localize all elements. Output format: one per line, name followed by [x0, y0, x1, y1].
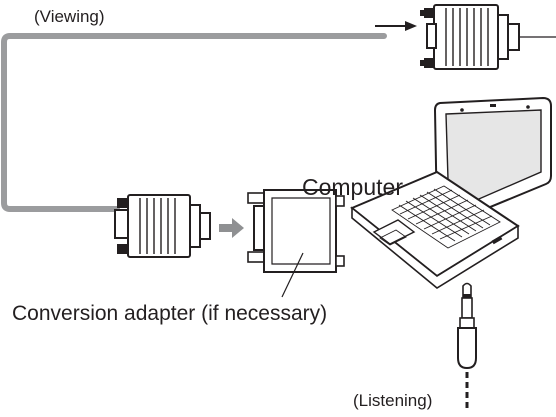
computer-label: Computer: [302, 174, 403, 200]
laptop-icon: [350, 96, 552, 289]
listening-label: (Listening): [353, 391, 433, 410]
vga-cable: [1, 33, 387, 212]
gray-arrow-icon: [219, 218, 244, 238]
vga-connector-bottom-icon: [114, 194, 211, 258]
conversion-adapter-label: Conversion adapter (if necessary): [12, 302, 328, 325]
viewing-label: (Viewing): [34, 7, 105, 26]
conversion-adapter-icon: [247, 189, 345, 273]
vga-connector-top-icon: [375, 4, 556, 70]
audio-plug-icon: [457, 282, 477, 408]
adapter-leader-line: [281, 252, 304, 298]
